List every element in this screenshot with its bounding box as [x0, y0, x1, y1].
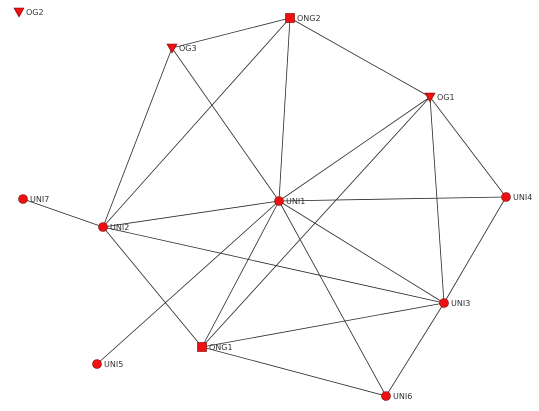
edge-uni2-uni7 [22, 198, 104, 228]
edge-uni1-uni3 [278, 200, 445, 304]
edge-uni1-uni4 [278, 196, 507, 202]
node-circle-marker [501, 192, 511, 202]
edge-og1-uni3 [429, 96, 445, 304]
node-triangle-marker [424, 92, 436, 103]
edge-uni2-uni3 [102, 226, 445, 304]
edge-uni2-ong1 [102, 226, 203, 348]
node-label: UNI5 [104, 360, 123, 369]
node-ong1[interactable]: ONG1 [197, 342, 233, 353]
node-uni2[interactable]: UNI2 [98, 222, 130, 233]
edge-uni3-uni6 [385, 302, 445, 397]
edge-og1-ong1 [201, 96, 431, 348]
edge-ong2-uni1 [278, 17, 291, 202]
node-label: UNI7 [30, 195, 49, 204]
node-og2[interactable]: OG2 [13, 7, 44, 18]
node-label: ONG1 [209, 343, 233, 352]
edge-uni3-ong1 [201, 302, 445, 348]
edge-ong2-og3 [171, 17, 291, 49]
node-circle-marker [92, 359, 102, 369]
edge-uni1-uni6 [278, 200, 387, 397]
edge-uni4-uni3 [443, 196, 507, 304]
node-uni4[interactable]: UNI4 [501, 192, 533, 203]
node-og3[interactable]: OG3 [166, 43, 197, 54]
node-triangle-marker [166, 43, 178, 54]
edge-ong1-uni6 [201, 346, 387, 397]
node-label: UNI3 [451, 299, 470, 308]
node-uni5[interactable]: UNI5 [92, 359, 124, 370]
node-uni7[interactable]: UNI7 [18, 194, 50, 205]
node-label: OG1 [437, 93, 455, 102]
node-circle-marker [98, 222, 108, 232]
node-label: UNI6 [393, 392, 412, 401]
node-circle-marker [381, 391, 391, 401]
edge-uni1-ong1 [201, 200, 280, 348]
edge-ong2-og1 [289, 17, 431, 98]
node-ong2[interactable]: ONG2 [285, 13, 321, 24]
node-circle-marker [18, 194, 28, 204]
node-label: ONG2 [297, 14, 321, 23]
node-label: UNI1 [286, 197, 305, 206]
node-label: UNI4 [513, 193, 532, 202]
edge-og1-uni4 [429, 96, 507, 198]
node-square-marker [285, 13, 295, 23]
node-label: OG2 [26, 8, 44, 17]
edge-og1-uni1 [278, 96, 431, 202]
edge-og3-uni1 [171, 47, 280, 202]
node-label: UNI2 [110, 223, 129, 232]
node-uni3[interactable]: UNI3 [439, 298, 471, 309]
node-circle-marker [274, 196, 284, 206]
edge-ong2-uni2 [102, 17, 291, 228]
node-square-marker [197, 342, 207, 352]
node-label: OG3 [179, 44, 197, 53]
edges-layer [22, 17, 507, 397]
edge-uni1-uni5 [96, 200, 280, 365]
node-circle-marker [439, 298, 449, 308]
node-triangle-marker [13, 7, 25, 18]
node-uni1[interactable]: UNI1 [274, 196, 306, 207]
edge-og3-uni2 [102, 47, 173, 228]
edge-uni1-uni2 [102, 200, 280, 228]
node-uni6[interactable]: UNI6 [381, 391, 413, 402]
node-og1[interactable]: OG1 [424, 92, 455, 103]
